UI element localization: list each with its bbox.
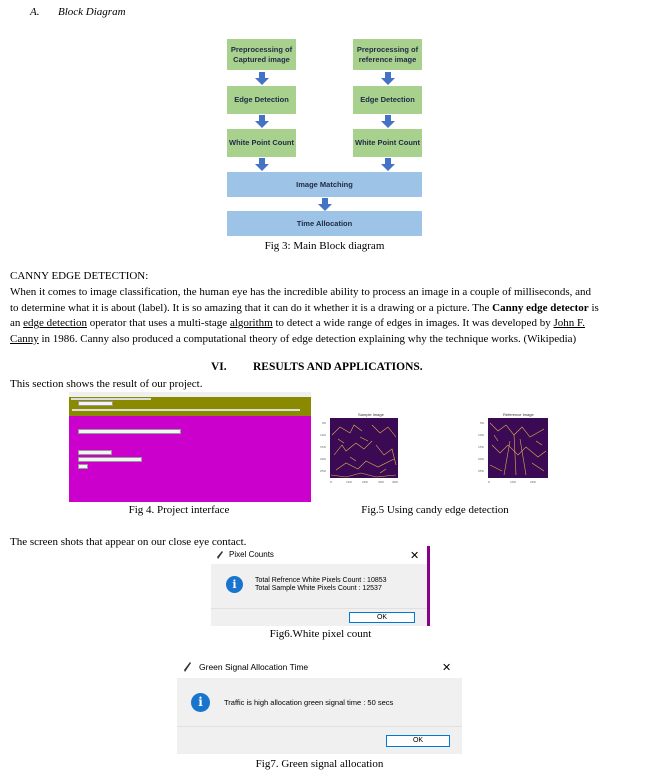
interface-button [78,457,142,462]
sample-image-title: Sample Image [358,412,384,417]
svg-text:100: 100 [510,480,516,484]
reference-edge-plot: 50 100 150 200 250 0 100 200 [478,418,548,484]
ok-button[interactable]: OK [386,735,450,747]
reference-image-title: Reference Image [503,412,534,417]
arrow-down-icon [255,158,269,171]
svg-text:200: 200 [478,457,484,461]
svg-text:100: 100 [478,433,484,437]
edge-detection-left-box: Edge Detection [227,86,296,114]
ok-button[interactable]: OK [349,612,415,623]
fig7-caption: Fig7. Green signal allocation [255,758,384,770]
dialog-divider [177,726,462,727]
svg-text:300: 300 [378,480,384,484]
svg-text:250: 250 [320,469,326,473]
info-icon: i [226,576,243,593]
canny-paragraph: When it comes to image classification, t… [10,285,630,347]
section-heading-a: A. Block Diagram [30,6,126,18]
dialog-title-bar [211,546,430,564]
svg-text:0: 0 [330,480,332,484]
dialog-title: Green Signal Allocation Time [199,662,309,672]
canny-line-4: Canny in 1986. Canny also produced a com… [10,332,577,345]
results-intro: This section shows the result of our pro… [10,378,203,390]
svg-text:100: 100 [320,433,326,437]
close-icon[interactable]: ✕ [410,550,420,562]
project-interface-screenshot [69,392,311,502]
dialog-divider [211,608,430,609]
feather-icon [184,662,191,672]
canny-line-3: an edge detection operator that uses a m… [10,317,585,330]
svg-text:400: 400 [392,480,398,484]
section-title: RESULTS AND APPLICATIONS. [253,361,423,373]
link-john-f[interactable]: John F. [553,317,585,330]
info-icon: i [191,693,210,712]
arrow-down-icon [318,198,332,211]
white-point-count-left-box: White Point Count [227,129,296,157]
svg-text:250: 250 [478,469,484,473]
svg-text:200: 200 [530,480,536,484]
screens-intro: The screen shots that appear on our clos… [10,536,247,548]
arrow-down-icon [381,72,395,85]
pixel-counts-dialog: Pixel Counts ✕ i Total Refrence White Pi… [211,546,430,626]
fig6-caption: Fig6.White pixel count [269,628,372,640]
dialog-message-line-2: Total Sample White Pixels Count : 12537 [255,585,382,592]
interface-button [78,450,112,455]
interface-path-line [72,409,300,411]
svg-text:0: 0 [488,480,490,484]
green-signal-dialog: Green Signal Allocation Time ✕ i Traffic… [177,656,462,754]
preprocess-captured-box: Preprocessing of Captured image [227,39,296,70]
interface-title-bar [69,392,311,397]
link-algorithm[interactable]: algorithm [229,317,273,330]
white-point-count-right-box: White Point Count [353,129,422,157]
dialog-title: Pixel Counts [229,550,274,559]
dialog-message: Traffic is high allocation green signal … [224,698,394,707]
arrow-down-icon [255,72,269,85]
interface-heading-line [71,398,151,400]
canny-line-2: to determine what it is about (label). I… [10,301,599,314]
fig5-caption: Fig.5 Using candy edge detection [361,504,509,516]
section-number: VI. [211,361,227,373]
section-number: A. [30,6,40,18]
fig4-caption: Fig 4. Project interface [128,504,230,516]
section-heading-vi: VI. RESULTS AND APPLICATIONS. [211,361,423,373]
edge-detection-right-box: Edge Detection [353,86,422,114]
dialog-border-accent [427,546,430,626]
close-icon[interactable]: ✕ [442,662,452,674]
arrow-down-icon [381,115,395,128]
sample-edge-plot: 50 100 150 200 250 0 100 200 300 400 [320,418,398,484]
svg-text:50: 50 [480,421,484,425]
dialog-title-bar [177,656,462,678]
svg-text:200: 200 [320,457,326,461]
interface-button [78,429,181,434]
canny-bold-term: Canny edge detector [492,301,589,314]
link-canny[interactable]: Canny [10,332,39,345]
link-edge-detection[interactable]: edge detection [23,317,87,330]
section-title: Block Diagram [58,6,126,18]
fig3-caption: Fig 3: Main Block diagram [264,240,385,252]
interface-button [78,464,88,469]
image-matching-box: Image Matching [227,172,422,197]
feather-icon [217,551,223,559]
preprocess-reference-box: Preprocessing of reference image [353,39,422,70]
dialog-message-line-1: Total Refrence White Pixels Count : 1085… [255,577,387,584]
arrow-down-icon [381,158,395,171]
arrow-down-icon [255,115,269,128]
time-allocation-box: Time Allocation [227,211,422,236]
svg-text:150: 150 [320,445,326,449]
canny-heading: CANNY EDGE DETECTION: [10,270,149,282]
interface-button [78,401,113,406]
svg-text:200: 200 [362,480,368,484]
svg-text:100: 100 [346,480,352,484]
canny-line-1: When it comes to image classification, t… [10,286,591,298]
svg-text:150: 150 [478,445,484,449]
svg-text:50: 50 [322,421,326,425]
